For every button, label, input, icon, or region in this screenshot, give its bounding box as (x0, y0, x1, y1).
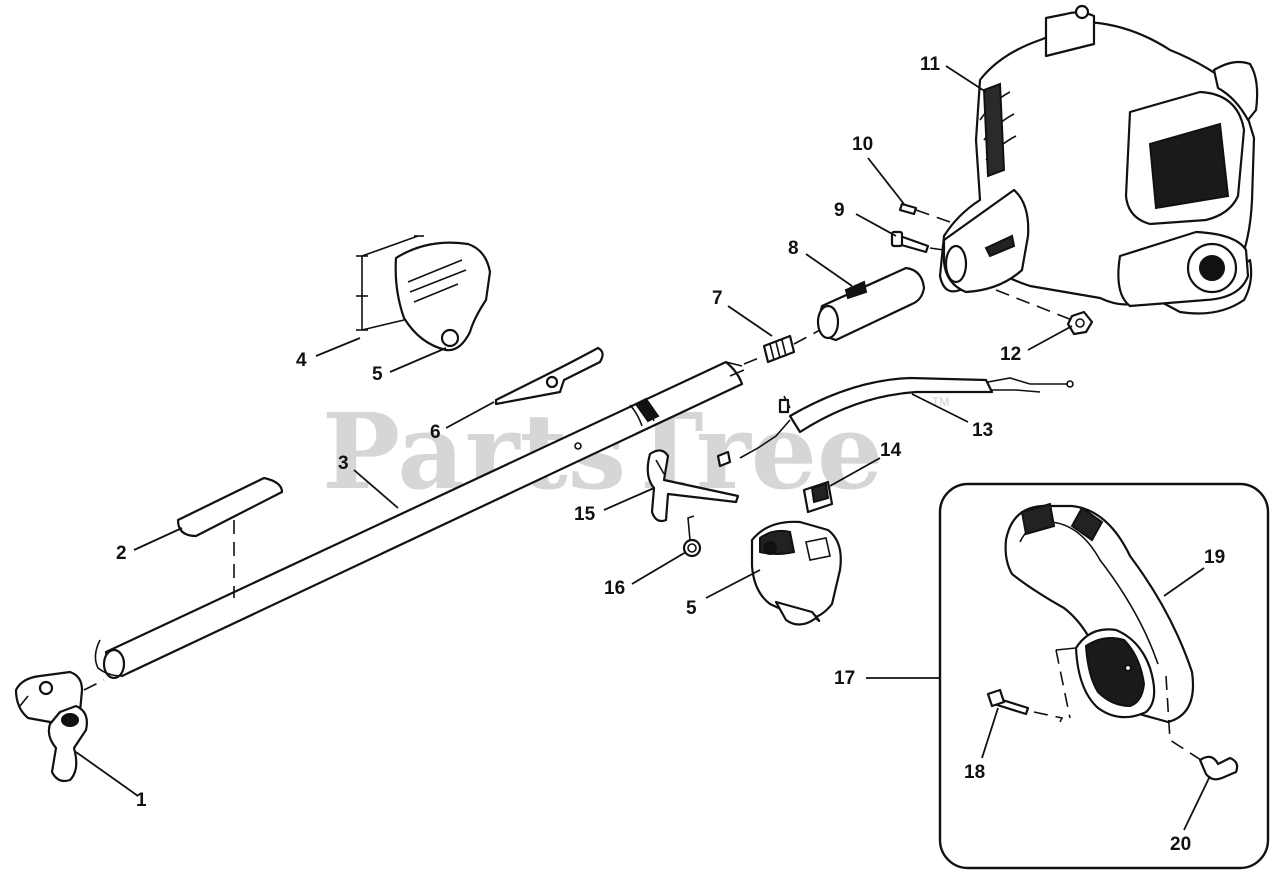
gear-housing[interactable] (361, 235, 492, 352)
shaft-sleeve[interactable] (816, 266, 926, 342)
part-label[interactable]: 20 (1170, 834, 1191, 855)
part-label[interactable]: 1 (136, 790, 147, 811)
part-label[interactable]: 14 (880, 440, 902, 461)
throttle-lever[interactable] (646, 449, 740, 523)
part-label[interactable]: 4 (296, 350, 307, 371)
part-labels: 1 2 3 4 5 6 7 8 9 10 11 12 13 14 15 16 5… (116, 54, 1225, 855)
drive-shaft-tube[interactable] (94, 360, 745, 680)
mounting-bolt[interactable] (890, 230, 930, 254)
wing-nut[interactable] (1198, 755, 1239, 781)
shaft-decal[interactable] (176, 476, 284, 538)
part-label[interactable]: 18 (964, 762, 985, 783)
hex-nut[interactable] (1066, 310, 1094, 336)
part-label[interactable]: 3 (338, 453, 349, 474)
shaft-coupler-knob[interactable] (14, 670, 88, 783)
part-label[interactable]: 8 (788, 238, 799, 259)
part-label[interactable]: 5 (686, 598, 697, 619)
housing-screws[interactable] (356, 235, 424, 331)
torsion-spring[interactable] (682, 515, 702, 558)
part-label[interactable]: 19 (1204, 547, 1225, 568)
part-label[interactable]: 13 (972, 420, 993, 441)
assembly-guide-lines (83, 209, 1205, 763)
engine-assembly[interactable] (938, 4, 1259, 315)
part-label[interactable]: 10 (852, 134, 873, 155)
handle-bolt[interactable] (986, 688, 1030, 716)
part-label[interactable]: 16 (604, 578, 625, 599)
drive-spring[interactable] (762, 334, 796, 364)
watermark-trademark: TM (932, 395, 949, 409)
part-label[interactable]: 9 (834, 200, 845, 221)
throttle-trigger[interactable] (494, 346, 604, 406)
roll-pin[interactable] (898, 202, 918, 216)
watermark-text: PartsTree (322, 390, 883, 513)
part-label[interactable]: 5 (372, 364, 383, 385)
wire-harness[interactable] (716, 376, 1074, 468)
part-label[interactable]: 11 (920, 54, 941, 75)
part-label[interactable]: 15 (574, 504, 596, 525)
part-label[interactable]: 2 (116, 543, 127, 564)
part-label[interactable]: 7 (712, 288, 723, 309)
part-label[interactable]: 17 (834, 668, 855, 689)
part-label[interactable]: 12 (1000, 344, 1021, 365)
leader-lines (75, 65, 1211, 831)
part-label[interactable]: 6 (430, 422, 441, 443)
handle-housing[interactable] (750, 520, 842, 626)
stop-switch[interactable] (802, 480, 834, 514)
handle-clamp[interactable] (1055, 628, 1156, 719)
